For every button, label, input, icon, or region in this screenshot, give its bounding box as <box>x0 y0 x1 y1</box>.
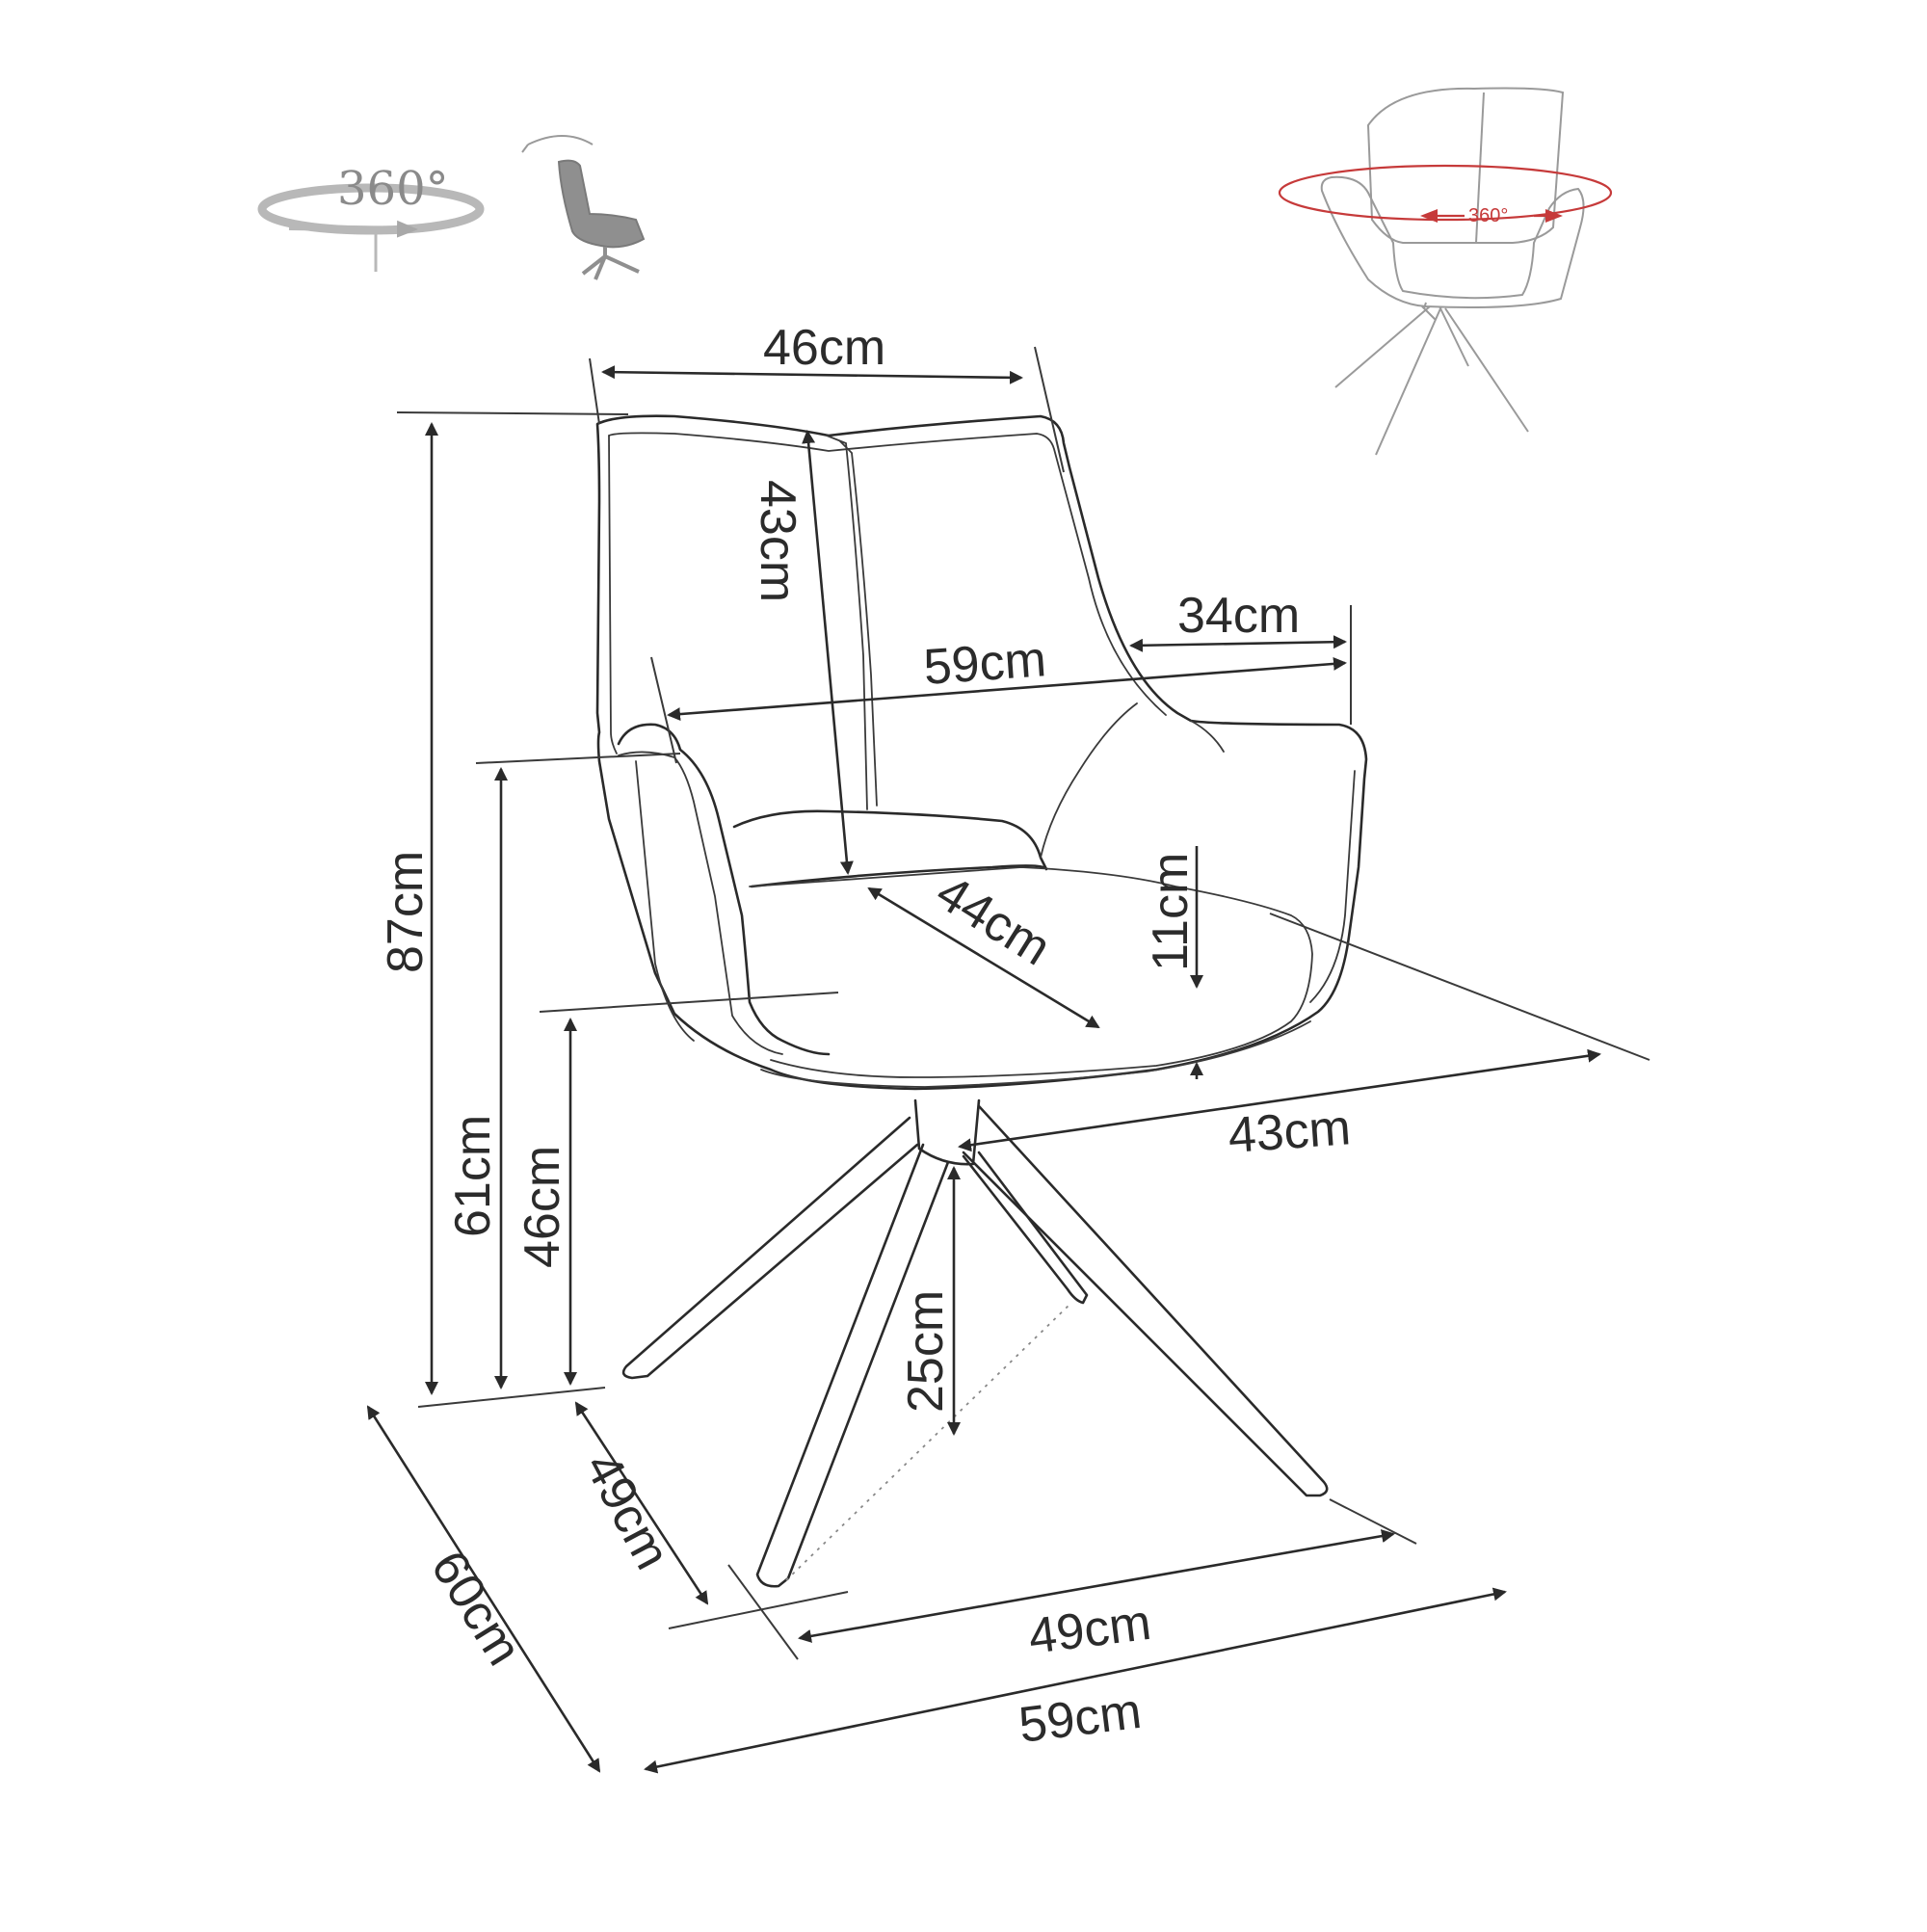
front-center-leg <box>755 1143 950 1588</box>
dimension-labels: 46cm 43cm 34cm 59cm 87cm 61cm 46cm 44cm … <box>378 320 1353 1754</box>
left-armrest-outline <box>617 723 831 1056</box>
front-left-leg <box>621 1116 919 1380</box>
label-seat-side-depth: 43cm <box>1227 1099 1353 1164</box>
thumbnail-chair-360-image: 360° <box>1278 87 1613 456</box>
seat-cushion-outline <box>732 809 1048 888</box>
label-total-depth: 60cm <box>420 1542 533 1676</box>
label-top-width: 46cm <box>763 320 885 376</box>
swivel-base-outline <box>913 1098 981 1166</box>
label-base-height: 25cm <box>898 1290 954 1413</box>
rotation-360-label: 360° <box>337 162 449 216</box>
label-seat-depth: 44cm <box>927 864 1061 977</box>
backrest-outline <box>595 414 1368 1091</box>
label-total-height: 87cm <box>378 851 434 973</box>
label-inner-width: 59cm <box>922 631 1048 696</box>
label-backrest-height: 43cm <box>750 480 805 602</box>
label-total-width: 59cm <box>1016 1683 1144 1754</box>
label-leg-width: 49cm <box>1025 1595 1153 1665</box>
thumbnail-rotation-label: 360° <box>1468 205 1508 226</box>
rotation-360-icon: 360° <box>257 162 485 272</box>
label-seat-height: 46cm <box>515 1146 570 1268</box>
back-leg <box>962 1151 1089 1305</box>
label-seat-cushion: 11cm <box>1143 853 1199 971</box>
front-right-leg <box>962 1104 1329 1497</box>
label-armrest-width: 34cm <box>1177 588 1300 644</box>
label-leg-depth: 49cm <box>573 1443 680 1578</box>
swivel-chair-icon <box>521 135 646 280</box>
dimension-lines <box>366 346 1650 1774</box>
label-armrest-height: 61cm <box>445 1115 501 1237</box>
